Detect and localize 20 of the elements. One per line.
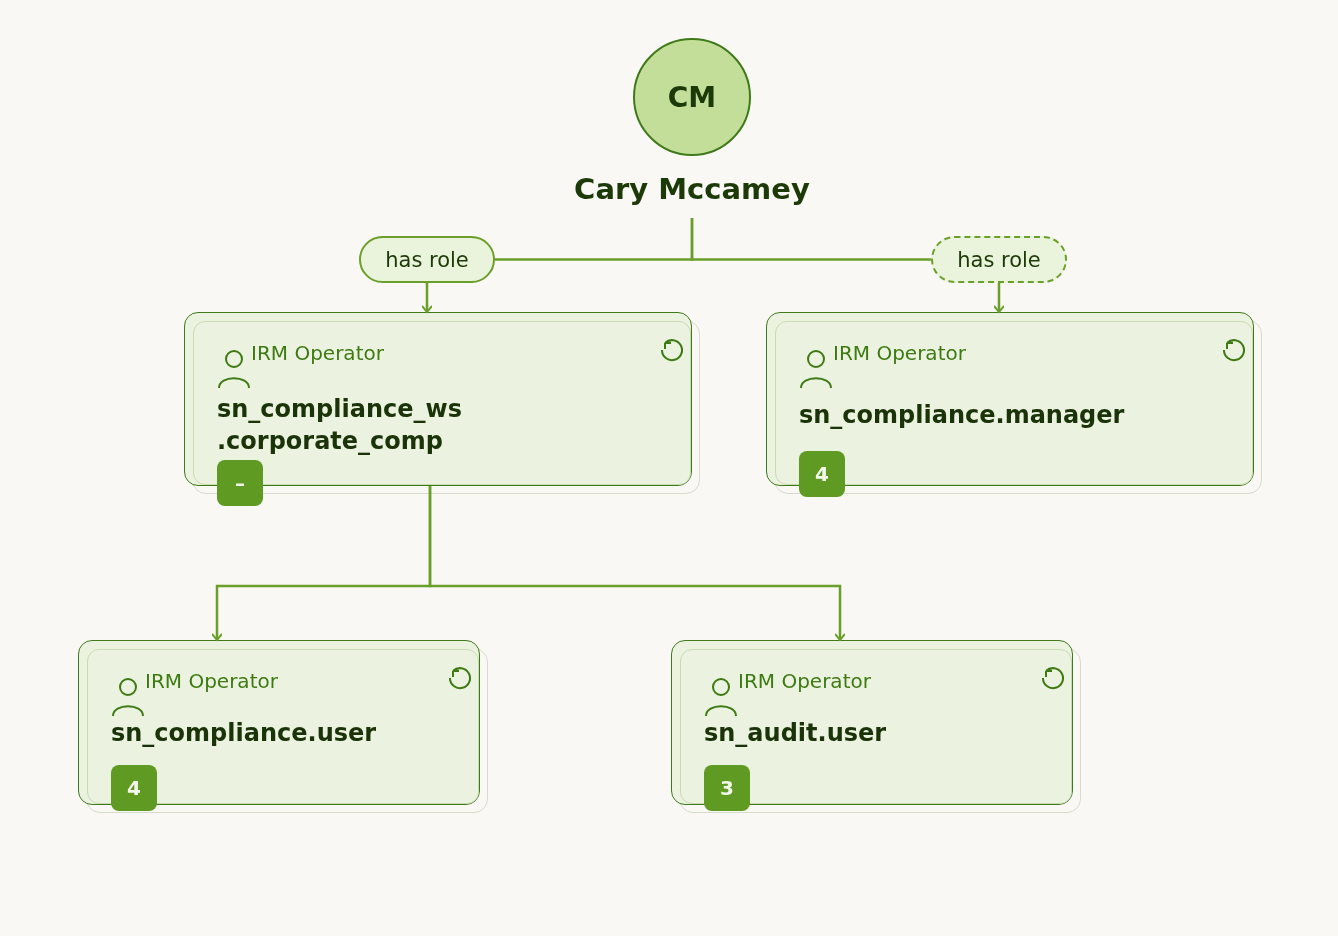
connector-line [428, 486, 846, 641]
role-type: IRM Operator [738, 669, 871, 693]
connector-line [421, 283, 433, 313]
role-type: IRM Operator [833, 341, 966, 365]
count-badge: 4 [111, 765, 157, 811]
person-name: Cary Mccamey [573, 172, 811, 206]
relation-pill: has role [359, 236, 495, 283]
role-name: sn_audit.user [704, 718, 888, 749]
connector-line [993, 283, 1005, 313]
role-name: sn_compliance_ws .corporate_comp [217, 394, 463, 457]
count-badge: – [217, 460, 263, 506]
count-badge: 3 [704, 765, 750, 811]
role-name: sn_compliance.user [111, 718, 378, 749]
role-type: IRM Operator [251, 341, 384, 365]
role-name: sn_compliance.manager [799, 400, 1126, 431]
count-badge: 4 [799, 451, 845, 497]
role-type: IRM Operator [145, 669, 278, 693]
avatar-initials: CM [633, 38, 751, 156]
connector-line [690, 218, 931, 261]
relation-pill: has role [931, 236, 1067, 283]
